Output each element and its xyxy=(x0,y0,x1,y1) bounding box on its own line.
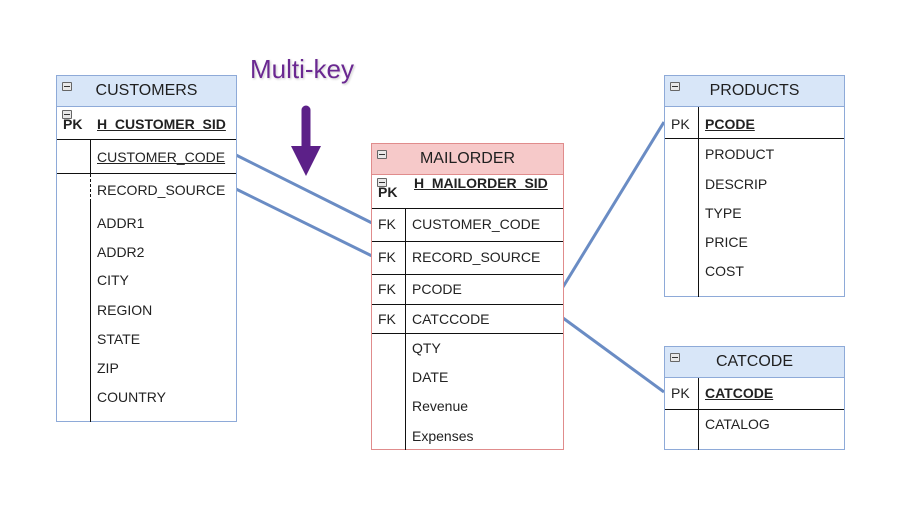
entity-header: CATCODE xyxy=(665,347,844,378)
entity-title: CUSTOMERS xyxy=(95,82,198,99)
entity-mailorder[interactable]: MAILORDER PK H_MAILORDER_SID FK CUSTOMER… xyxy=(371,143,564,450)
field-name: QTY xyxy=(412,340,441,356)
multi-key-annotation: Multi-key xyxy=(250,54,355,84)
pk-label: PK xyxy=(378,184,398,200)
divider xyxy=(698,378,699,450)
fk-label: FK xyxy=(378,249,396,265)
divider xyxy=(405,208,406,450)
entity-title: MAILORDER xyxy=(419,150,516,167)
collapse-icon[interactable] xyxy=(377,150,387,159)
field-name: CATALOG xyxy=(705,416,770,432)
field-name: RECORD_SOURCE xyxy=(412,249,541,265)
divider xyxy=(57,173,236,174)
entity-title: CATCODE xyxy=(715,353,794,370)
field-name: COUNTRY xyxy=(97,389,166,405)
link-catcode xyxy=(562,316,665,394)
entity-catcode[interactable]: CATCODE PK CATCODE CATALOG xyxy=(664,346,845,450)
field-name: COST xyxy=(705,263,744,279)
divider xyxy=(372,241,563,242)
collapse-icon[interactable] xyxy=(670,82,680,91)
divider xyxy=(665,409,844,410)
divider xyxy=(90,174,91,202)
divider xyxy=(372,208,563,209)
collapse-icon[interactable] xyxy=(670,353,680,362)
field-name: REGION xyxy=(97,302,153,318)
field-name: ADDR2 xyxy=(97,244,145,260)
collapse-icon[interactable] xyxy=(62,82,72,91)
entity-header: MAILORDER xyxy=(372,144,563,175)
divider xyxy=(372,333,563,334)
field-name: ADDR1 xyxy=(97,215,145,231)
fk-label: FK xyxy=(378,311,396,327)
fk-label: FK xyxy=(378,281,396,297)
field-name: Revenue xyxy=(412,398,469,414)
field-name: CATCCODE xyxy=(412,311,490,327)
entity-products[interactable]: PRODUCTS PK PCODE PRODUCT DESCRIP TYPE P… xyxy=(664,75,845,297)
field-name: PRICE xyxy=(705,234,748,250)
entity-customers[interactable]: CUSTOMERS PK H_CUSTOMER_SID CUSTOMER_COD… xyxy=(56,75,237,422)
pk-field: CATCODE xyxy=(705,385,774,401)
pk-field: H_CUSTOMER_SID xyxy=(97,116,226,132)
divider xyxy=(57,139,236,140)
field-name: DATE xyxy=(412,369,449,385)
field-name: ZIP xyxy=(97,360,119,376)
field-name: CITY xyxy=(97,272,129,288)
divider xyxy=(372,304,563,305)
link-record-source xyxy=(235,187,373,258)
field-name: CUSTOMER_CODE xyxy=(412,216,541,232)
field-name: TYPE xyxy=(705,205,742,221)
field-name: PCODE xyxy=(412,281,462,297)
divider xyxy=(665,138,844,139)
pk-field: PCODE xyxy=(705,116,755,132)
divider xyxy=(698,107,699,297)
fk-label: FK xyxy=(378,216,396,232)
collapse-icon[interactable] xyxy=(377,178,387,187)
field-name: CUSTOMER_CODE xyxy=(97,149,226,165)
field-name: STATE xyxy=(97,331,141,347)
divider xyxy=(372,274,563,275)
divider xyxy=(90,202,91,422)
entity-header: CUSTOMERS xyxy=(57,76,236,107)
entity-title: PRODUCTS xyxy=(709,82,800,99)
pk-label: PK xyxy=(671,116,690,132)
field-name: PRODUCT xyxy=(705,146,775,162)
field-name: RECORD_SOURCE xyxy=(97,182,226,198)
down-arrow-icon xyxy=(291,105,321,176)
field-name: DESCRIP xyxy=(705,176,768,192)
pk-label: PK xyxy=(671,385,690,401)
pk-field: H_MAILORDER_SID xyxy=(414,175,548,191)
link-customer-code xyxy=(235,153,373,225)
divider xyxy=(90,139,91,173)
link-pcode xyxy=(561,121,666,288)
pk-label: PK xyxy=(63,116,83,132)
entity-header: PRODUCTS xyxy=(665,76,844,107)
collapse-icon[interactable] xyxy=(62,110,72,119)
field-name: Expenses xyxy=(412,428,474,444)
